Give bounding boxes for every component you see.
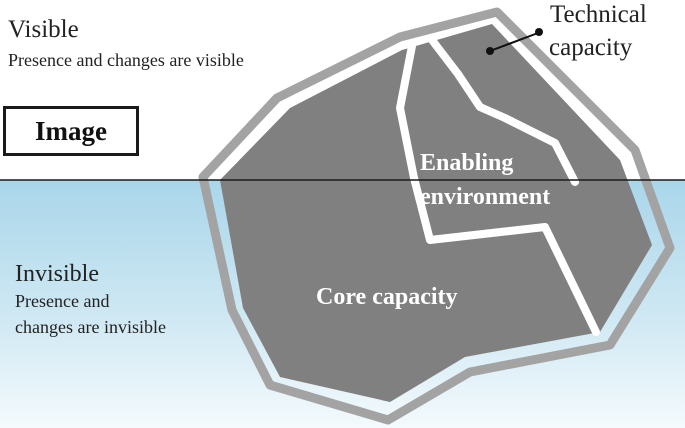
enabling-environment-label-line1: Enabling	[420, 150, 514, 176]
iceberg-body	[220, 24, 652, 402]
technical-leader-dot-inner	[486, 47, 494, 55]
layer-separators	[396, 36, 600, 336]
visible-description: Presence and changes are visible	[8, 50, 244, 70]
technical-leader-line	[489, 32, 539, 52]
invisible-description-line2: changes are invisible	[15, 317, 166, 337]
technical-capacity-label-line2: capacity	[549, 34, 633, 61]
invisible-title: Invisible	[15, 261, 99, 287]
invisible-description-line1: Presence and	[15, 291, 110, 311]
enabling-environment-label-line2: environment	[420, 184, 551, 210]
technical-capacity-label-line1: Technical	[550, 1, 647, 28]
image-box-label: Image	[35, 115, 107, 146]
technical-leader-dot-outer	[535, 28, 543, 36]
image-box: Image	[3, 106, 139, 156]
iceberg-outline	[198, 7, 675, 425]
visible-title: Visible	[8, 16, 79, 43]
core-capacity-label: Core capacity	[316, 284, 458, 310]
